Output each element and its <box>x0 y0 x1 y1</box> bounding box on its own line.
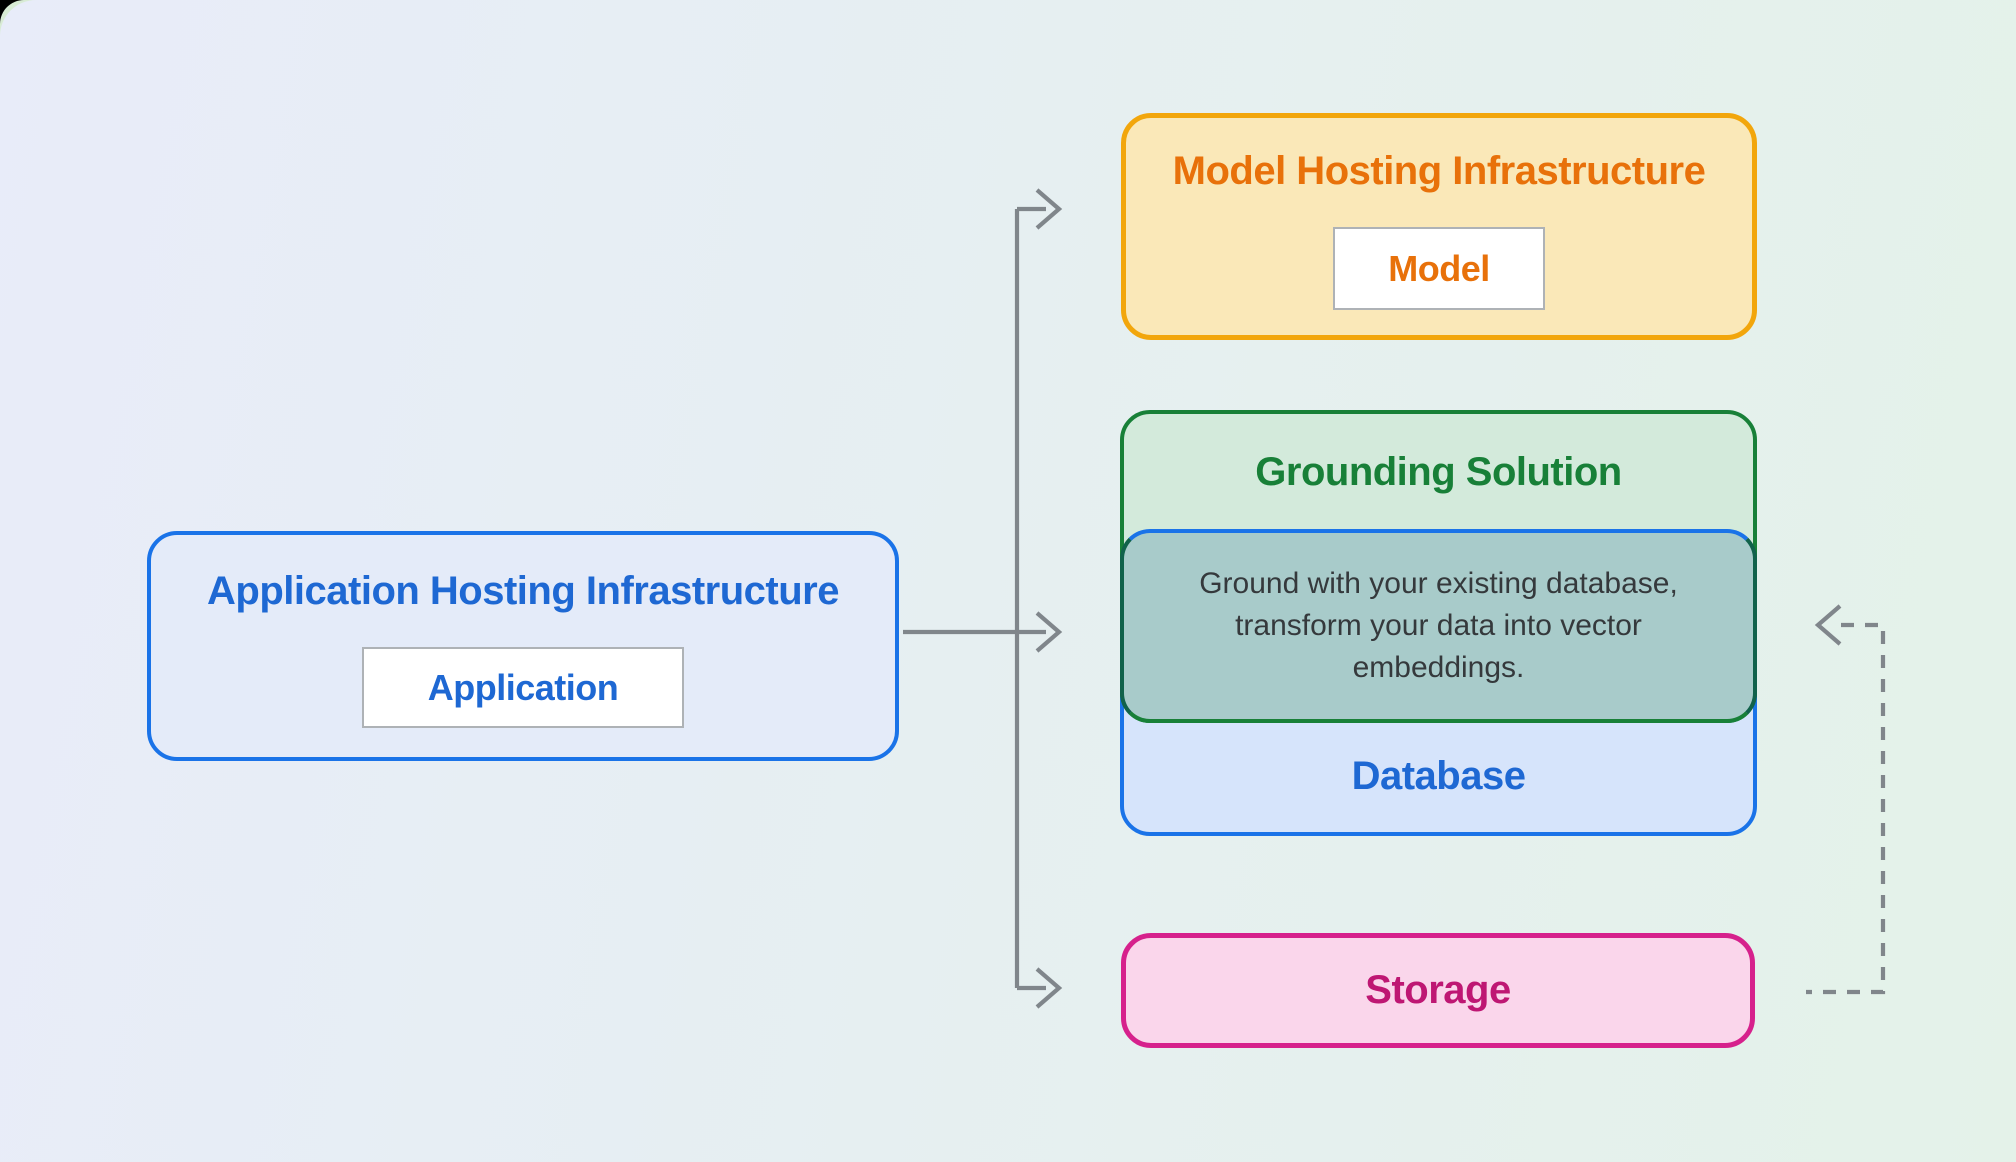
arrowhead-right-grounding-icon <box>1035 611 1063 653</box>
arrowhead-left-grounding-icon <box>1814 604 1842 646</box>
model-hosting-box: Model Hosting Infrastructure Model <box>1121 113 1757 340</box>
grounding-solution-title: Grounding Solution <box>1255 450 1622 494</box>
model-chip: Model <box>1333 227 1545 310</box>
grounding-description: Ground with your existing database, tran… <box>1199 567 1678 684</box>
application-chip: Application <box>362 647 684 728</box>
dashed-connector-storage-to-grounding <box>1806 622 1886 995</box>
database-label: Database <box>1351 754 1526 798</box>
storage-box: Storage <box>1121 933 1755 1048</box>
grounding-database-overlap: Ground with your existing database, tran… <box>1120 529 1757 723</box>
storage-label: Storage <box>1365 968 1511 1012</box>
grounding-database-group: Grounding Solution Ground with your exis… <box>1120 410 1757 836</box>
model-hosting-title: Model Hosting Infrastructure <box>1172 149 1706 193</box>
application-hosting-box: Application Hosting Infrastructure Appli… <box>147 531 899 761</box>
arrowhead-right-storage-icon <box>1035 967 1063 1009</box>
arrowhead-right-model-icon <box>1035 188 1063 230</box>
application-hosting-title: Application Hosting Infrastructure <box>207 569 839 613</box>
